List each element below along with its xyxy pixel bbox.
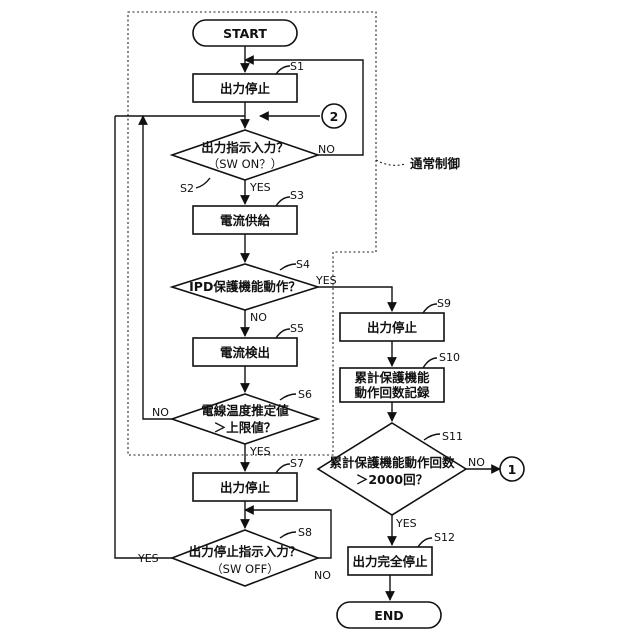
step-s12-text: 出力完全停止: [352, 554, 428, 569]
step-s3-text: 電流供給: [220, 213, 271, 228]
step-s4-id: S4: [296, 258, 310, 271]
leader-s7: [276, 464, 290, 473]
arrow-s6-no: [143, 116, 172, 419]
decision-s2: [172, 130, 318, 180]
region-leader: [376, 160, 405, 165]
leader-s8: [280, 532, 296, 538]
s6-yes-label: YES: [249, 445, 271, 458]
s11-yes-label: YES: [395, 517, 417, 530]
step-s10-line2: 動作回数記録: [354, 385, 430, 400]
leader-s6: [280, 394, 296, 400]
step-s10-line1: 累計保護機能: [354, 370, 430, 385]
leader-s2: [196, 178, 210, 188]
decision-s6-line1: 電線温度推定値: [201, 403, 289, 418]
region-label: 通常制御: [410, 156, 461, 171]
s11-no-label: NO: [468, 456, 485, 469]
leader-s9: [423, 304, 437, 313]
leader-s5: [276, 329, 290, 338]
decision-s8-line2: （SW OFF）: [211, 562, 279, 576]
leader-s3: [276, 197, 290, 206]
step-s10-id: S10: [439, 351, 460, 364]
decision-s6-line2: ＞上限値？: [214, 420, 277, 435]
step-s7-id: S7: [290, 457, 304, 470]
decision-s6: [172, 394, 318, 444]
step-s9-text: 出力停止: [367, 320, 418, 335]
step-s7-text: 出力停止: [220, 480, 271, 495]
step-s5-id: S5: [290, 322, 304, 335]
start-label: START: [223, 26, 267, 41]
step-s9-id: S9: [437, 297, 451, 310]
step-s1-text: 出力停止: [220, 81, 271, 96]
decision-s11-line1: 累計保護機能動作回数: [329, 455, 455, 470]
s8-no-label: NO: [314, 569, 331, 582]
s6-no-label: NO: [152, 406, 169, 419]
s8-yes-label: YES: [137, 552, 159, 565]
decision-s2-line2: （SW ON？）: [208, 157, 282, 171]
decision-s2-line1: 出力指示入力？: [201, 140, 289, 155]
step-s11-id: S11: [442, 430, 463, 443]
leader-s12: [418, 538, 432, 547]
leader-s10: [423, 358, 437, 368]
decision-s4-text: IPD保護機能動作？: [189, 279, 301, 294]
step-s8-id: S8: [298, 526, 312, 539]
step-s12-id: S12: [434, 531, 455, 544]
s2-yes-label: YES: [249, 181, 271, 194]
step-s5-text: 電流検出: [220, 345, 270, 360]
step-s2-id: S2: [180, 182, 194, 195]
s2-no-label: NO: [318, 143, 335, 156]
step-s1-id: S1: [290, 60, 304, 73]
arrow-s4-yes: [318, 287, 392, 311]
connector-2-label: 2: [330, 109, 339, 124]
step-s6-id: S6: [298, 388, 312, 401]
s4-no-label: NO: [250, 311, 267, 324]
leader-s11: [424, 434, 440, 440]
end-label: END: [374, 608, 403, 623]
leader-s4: [280, 264, 296, 270]
s4-yes-label: YES: [315, 274, 337, 287]
connector-1-label: 1: [508, 462, 517, 477]
leader-s1: [276, 66, 290, 74]
step-s3-id: S3: [290, 189, 304, 202]
decision-s8-line1: 出力停止指示入力？: [189, 544, 302, 559]
decision-s11-line2: ＞2000回？: [356, 472, 428, 487]
